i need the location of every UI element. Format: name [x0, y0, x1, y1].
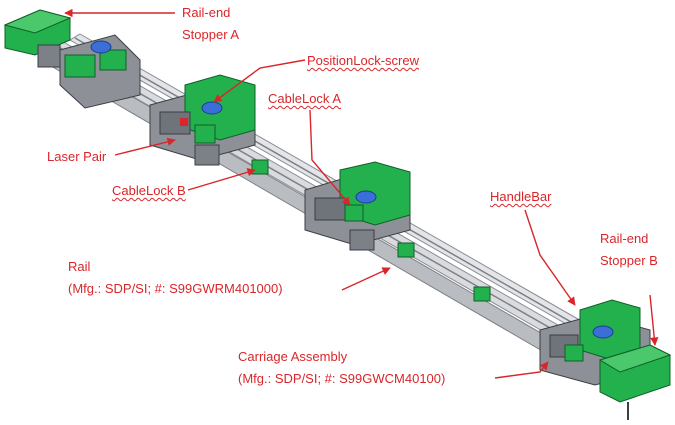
- rail-block-1: [397, 242, 415, 258]
- rail-label: Rail (Mfg.: SDP/SI; #: S99GWRM401000): [68, 258, 283, 297]
- rail-end-stopper-b-label-line1: Rail-end: [600, 231, 649, 246]
- rail-label-line1: Rail: [68, 259, 91, 274]
- rail-end-stopper-b-label: Rail-end Stopper B: [600, 230, 658, 269]
- position-lock-screw-label: PositionLock-screw: [307, 53, 419, 68]
- rail-block-2: [473, 286, 491, 302]
- carriage-assembly-label-line1: Carriage Assembly: [238, 349, 348, 364]
- leader-lines: [64, 8, 659, 379]
- handle-bar-label: HandleBar: [490, 189, 552, 204]
- rail-label-line2: (Mfg.: SDP/SI; #: S99GWRM401000): [68, 281, 283, 296]
- cable-lock-b-label: CableLock B: [112, 183, 186, 198]
- carriage-2: [149, 74, 256, 166]
- cable-lock-a-label: CableLock A: [268, 91, 341, 106]
- carriage-1: [59, 34, 141, 109]
- rail-end-stopper-b-label-line2: Stopper B: [600, 253, 658, 268]
- rail-end-stopper-a: [3, 9, 72, 68]
- laser-pair-label: Laser Pair: [47, 149, 107, 164]
- rail-end-stopper-b: [598, 344, 672, 420]
- rail-end-stopper-a-label-line2: Stopper A: [182, 27, 240, 42]
- rail-end-stopper-a-label-line1: Rail-end: [182, 5, 231, 20]
- cable-lock-b-block: [251, 159, 269, 175]
- carriage-3: [304, 161, 411, 251]
- rail-end-stopper-a-label: Rail-end Stopper A: [182, 4, 239, 43]
- carriage-assembly-label-line2: (Mfg.: SDP/SI; #: S99GWCM40100): [238, 371, 446, 386]
- carriage-assembly-label: Carriage Assembly (Mfg.: SDP/SI; #: S99G…: [238, 348, 445, 387]
